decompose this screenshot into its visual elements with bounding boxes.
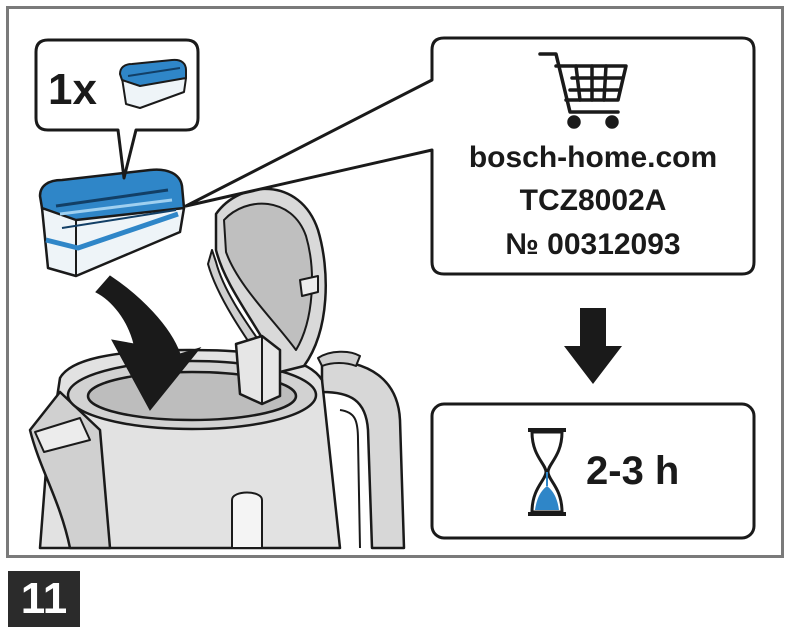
next-step-arrow [564,308,622,384]
duration-text: 2-3 h [586,449,679,493]
quantity-label: 1x [48,65,97,114]
filter-cartridge [40,170,184,276]
step-number-badge: 11 [8,571,80,627]
website-text: bosch-home.com [469,141,717,174]
part-number-text: № 00312093 [505,228,680,261]
model-text: TCZ8002A [520,184,667,217]
